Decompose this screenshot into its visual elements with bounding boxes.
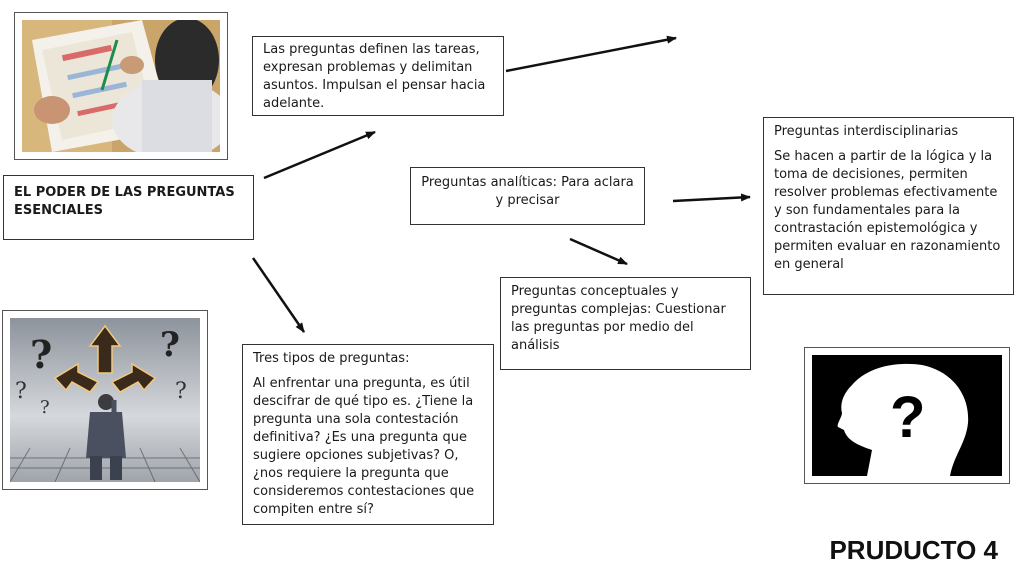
arrow-top-to-right [505,35,677,73]
interdisciplinary-body: Se hacen a partir de la lógica y la toma… [774,149,1001,272]
top-description-text: Las preguntas definen las tareas, expres… [263,42,486,111]
main-title: EL PODER DE LAS PREGUNTAS ESENCIALES [14,185,235,218]
arrow-title-to-types [251,257,306,333]
question-types-box: Tres tipos de preguntas: Al enfrentar un… [242,344,494,525]
product-label: PRUDUCTO 4 [829,535,998,565]
svg-text:?: ? [30,332,52,377]
confused-man-photo: ? ? ? ? ? [2,310,208,490]
conceptual-questions-box: Preguntas conceptuales y preguntas compl… [500,277,751,370]
interdisciplinary-questions-box: Preguntas interdisciplinarias Se hacen a… [763,117,1014,295]
arrow-title-to-top [263,130,376,180]
svg-text:?: ? [40,397,50,418]
head-question-mark-icon: ? [812,355,1002,476]
svg-text:?: ? [175,379,187,404]
question-types-heading: Tres tipos de preguntas: [253,351,410,366]
conceptual-questions-text: Preguntas conceptuales y preguntas compl… [511,284,726,353]
confused-man-illustration: ? ? ? ? ? [10,318,200,482]
question-types-body: Al enfrentar una pregunta, es útil desci… [253,376,475,517]
interdisciplinary-heading: Preguntas interdisciplinarias [774,124,959,139]
analytical-questions-text: Preguntas analíticas: Para aclara y prec… [421,175,634,208]
svg-text:?: ? [890,385,925,450]
svg-text:?: ? [15,379,27,404]
arrow-analytical-to-interdisciplinary [672,193,751,203]
student-writing-illustration [22,20,220,152]
student-writing-photo [14,12,228,160]
head-question-photo: ? [804,347,1010,484]
arrow-analytical-to-conceptual [569,237,628,266]
main-title-box: EL PODER DE LAS PREGUNTAS ESENCIALES [3,175,254,240]
top-description-box: Las preguntas definen las tareas, expres… [252,36,504,116]
analytical-questions-box: Preguntas analíticas: Para aclara y prec… [410,167,645,225]
svg-text:?: ? [160,325,180,365]
